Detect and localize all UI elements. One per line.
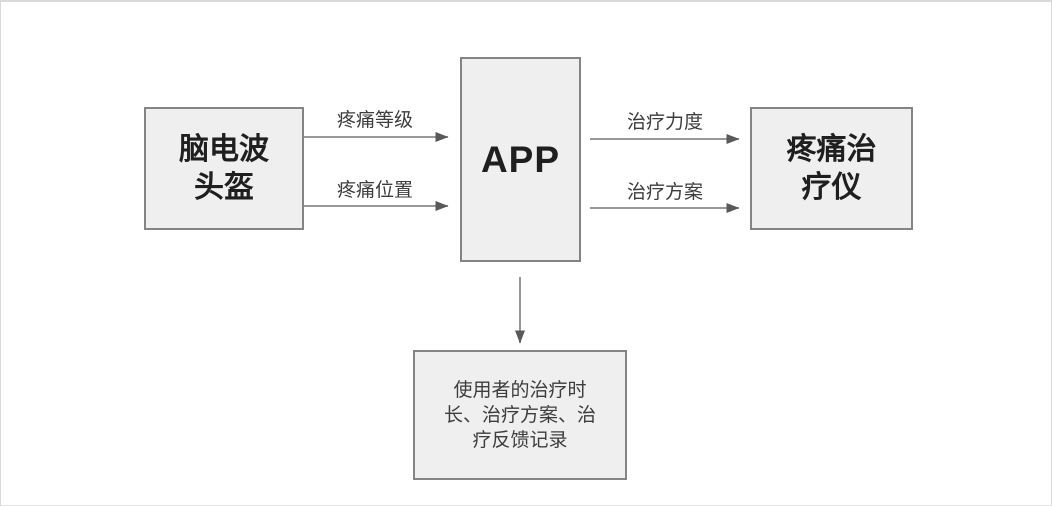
edge-label-pain-level: 疼痛等级 <box>336 110 413 131</box>
edge-label-treatment-strength: 治疗力度 <box>626 112 703 133</box>
node-pain-treatment-device: 疼痛治疗仪 <box>750 107 913 230</box>
node-brainwave-helmet: 脑电波头盔 <box>144 107 304 230</box>
edge-label-pain-location: 疼痛位置 <box>336 180 413 201</box>
node-app: APP <box>460 57 581 262</box>
node-treatment-record: 使用者的治疗时长、治疗方案、治疗反馈记录 <box>413 350 627 480</box>
edge-label-treatment-plan: 治疗方案 <box>626 182 703 203</box>
